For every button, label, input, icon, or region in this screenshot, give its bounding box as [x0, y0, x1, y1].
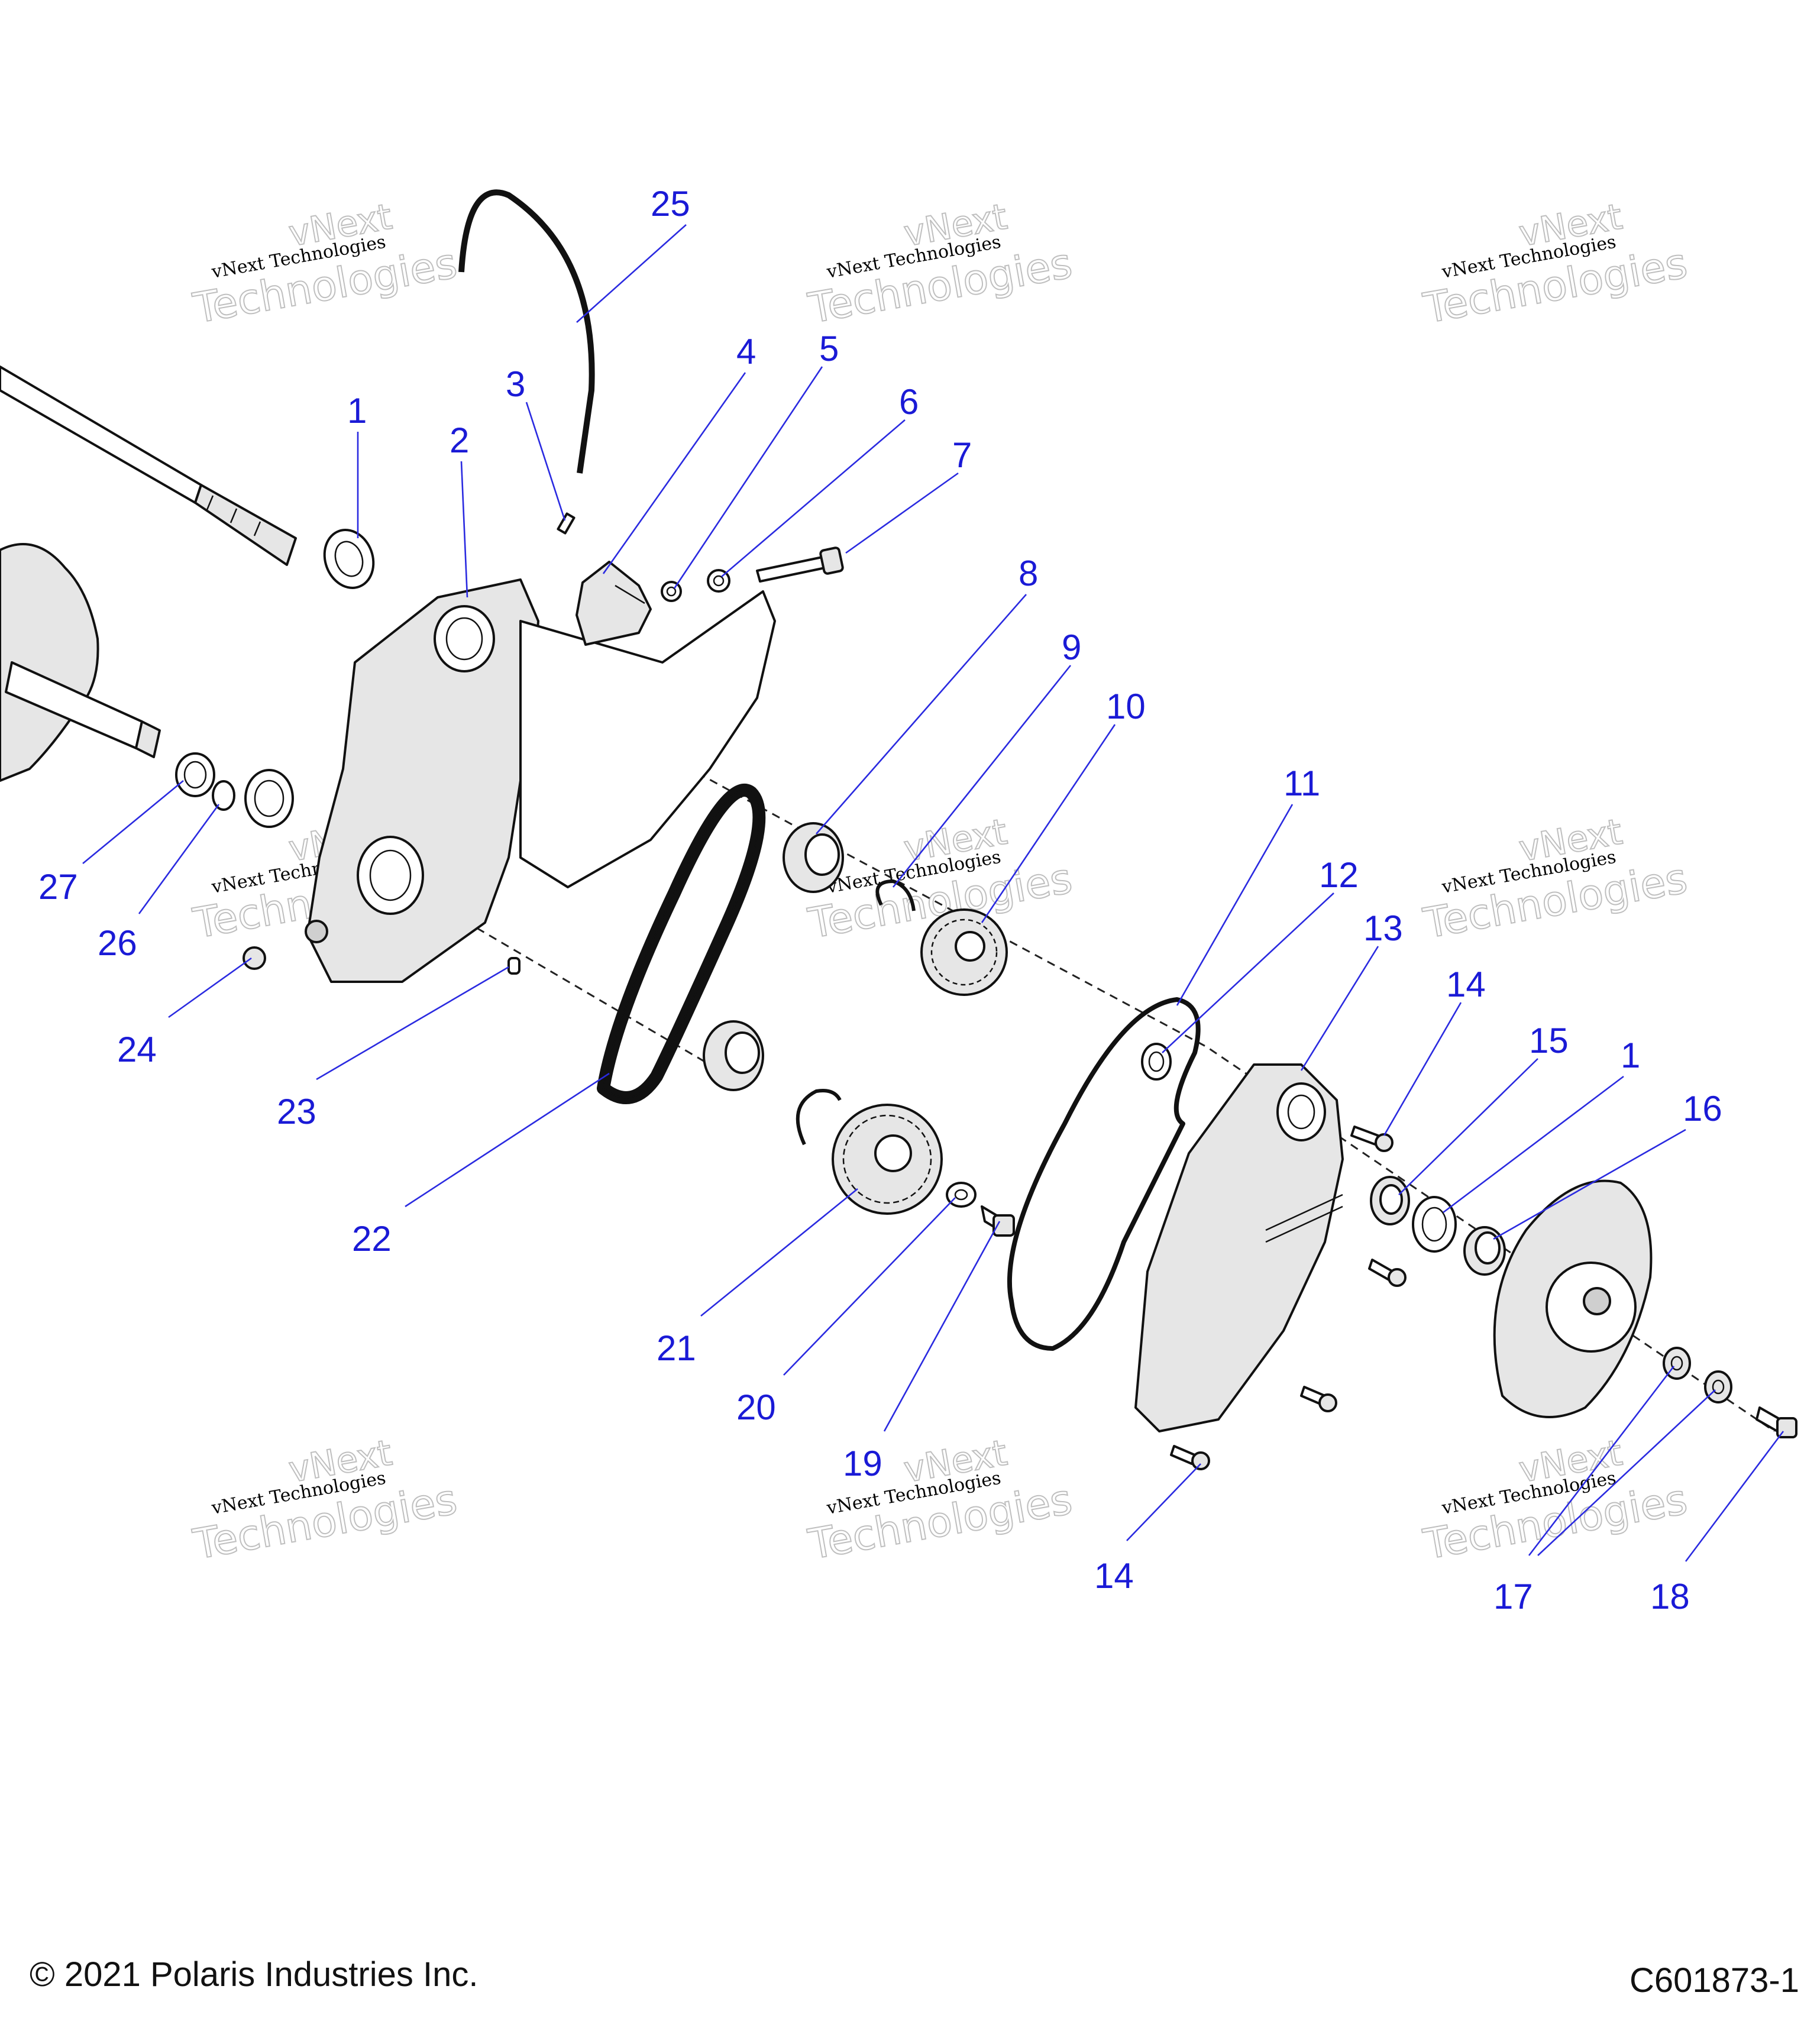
seal-15 [1370, 1176, 1410, 1225]
callout-13: 13 [1363, 908, 1403, 948]
callout-14-lower: 14 [1094, 1556, 1134, 1596]
chaincase-cover [1134, 1063, 1344, 1432]
callout-11: 11 [1283, 764, 1320, 803]
seal-12 [1141, 1043, 1172, 1081]
chaincase-housing [305, 578, 776, 983]
callout-10: 10 [1106, 687, 1146, 726]
watermark-bottom-center: vNext vNext Technologies Technologies [804, 1432, 1076, 1570]
seal-1-lower [244, 769, 294, 828]
snap-ring-lower [796, 1089, 842, 1146]
gasket-11 [1007, 997, 1201, 1351]
watermark-bottom-right: vNext vNext Technologies Technologies [1419, 1432, 1691, 1570]
spacer-16 [1463, 1226, 1506, 1276]
bolt-14-bottom [1170, 1445, 1210, 1470]
plug-24 [243, 946, 266, 970]
callout-2: 2 [450, 421, 469, 460]
snap-ring-9 [875, 879, 916, 911]
callout-7: 7 [952, 435, 972, 475]
callout-9: 9 [1062, 628, 1081, 667]
callout-12: 12 [1319, 855, 1359, 895]
callout-21: 21 [657, 1328, 696, 1368]
axis-lower [366, 862, 710, 1066]
callout-23: 23 [277, 1092, 316, 1131]
leader-lines [82, 224, 1784, 1562]
callout-19: 19 [843, 1444, 882, 1483]
transmission-housing [0, 543, 161, 782]
bearing-8 [783, 822, 844, 893]
watermark-top-left: vNext vNext Technologies Technologies [189, 196, 461, 334]
watermark-bottom-left: vNext vNext Technologies Technologies [189, 1432, 461, 1570]
fitting-3 [557, 512, 576, 535]
sprocket-10 [920, 908, 1008, 996]
watermark-top-right: vNext vNext Technologies Technologies [1419, 196, 1691, 334]
callout-25: 25 [651, 184, 690, 224]
callout-8: 8 [1019, 554, 1038, 593]
bolt-14-mid [1368, 1259, 1407, 1287]
callout-1-upper: 1 [347, 391, 367, 431]
callout-17: 17 [1493, 1577, 1533, 1616]
bolt-7 [756, 546, 844, 583]
callout-5: 5 [819, 329, 839, 368]
gear-21 [832, 1104, 943, 1215]
callout-18: 18 [1650, 1577, 1690, 1616]
callout-27: 27 [38, 867, 78, 907]
callout-labels: 25 4 5 3 6 7 1 2 8 9 10 11 12 13 14 15 1… [38, 184, 1722, 1616]
brake-disc [1493, 1179, 1653, 1418]
drive-shaft [0, 366, 297, 566]
callout-6: 6 [899, 382, 919, 422]
bolt-18 [1755, 1406, 1797, 1438]
callout-1-right: 1 [1621, 1036, 1640, 1075]
callout-3: 3 [506, 364, 525, 404]
seal-1-upper [323, 529, 375, 589]
seal-1-right [1412, 1196, 1457, 1253]
callout-20: 20 [736, 1388, 776, 1427]
callout-22: 22 [352, 1219, 392, 1259]
callout-26: 26 [98, 923, 137, 963]
callout-16: 16 [1683, 1089, 1722, 1128]
bolt-19 [981, 1205, 1015, 1237]
washer-17b [1704, 1370, 1732, 1403]
figure-id: C601873-1 [1630, 1961, 1799, 2000]
bolt-14-low [1300, 1386, 1337, 1412]
callout-15: 15 [1529, 1021, 1569, 1060]
seal-27 [175, 752, 215, 797]
drive-chain [597, 784, 766, 1104]
vent-tube [458, 189, 595, 474]
callout-24: 24 [117, 1030, 157, 1069]
callout-4: 4 [736, 332, 756, 371]
watermark-top-center: vNext vNext Technologies Technologies [804, 196, 1076, 334]
nut-5 [661, 581, 682, 602]
callout-14-upper: 14 [1446, 965, 1486, 1004]
washer-20 [946, 1182, 977, 1208]
copyright-notice: © 2021 Polaris Industries Inc. [30, 1955, 479, 1994]
dowel-23 [507, 957, 520, 975]
chain-tensioner [576, 561, 652, 646]
o-ring-26 [212, 780, 235, 811]
bolt-14-upper [1350, 1126, 1394, 1152]
watermark-mid-right: vNext vNext Technologies Technologies [1419, 811, 1691, 949]
bearing-lower [703, 1020, 764, 1091]
